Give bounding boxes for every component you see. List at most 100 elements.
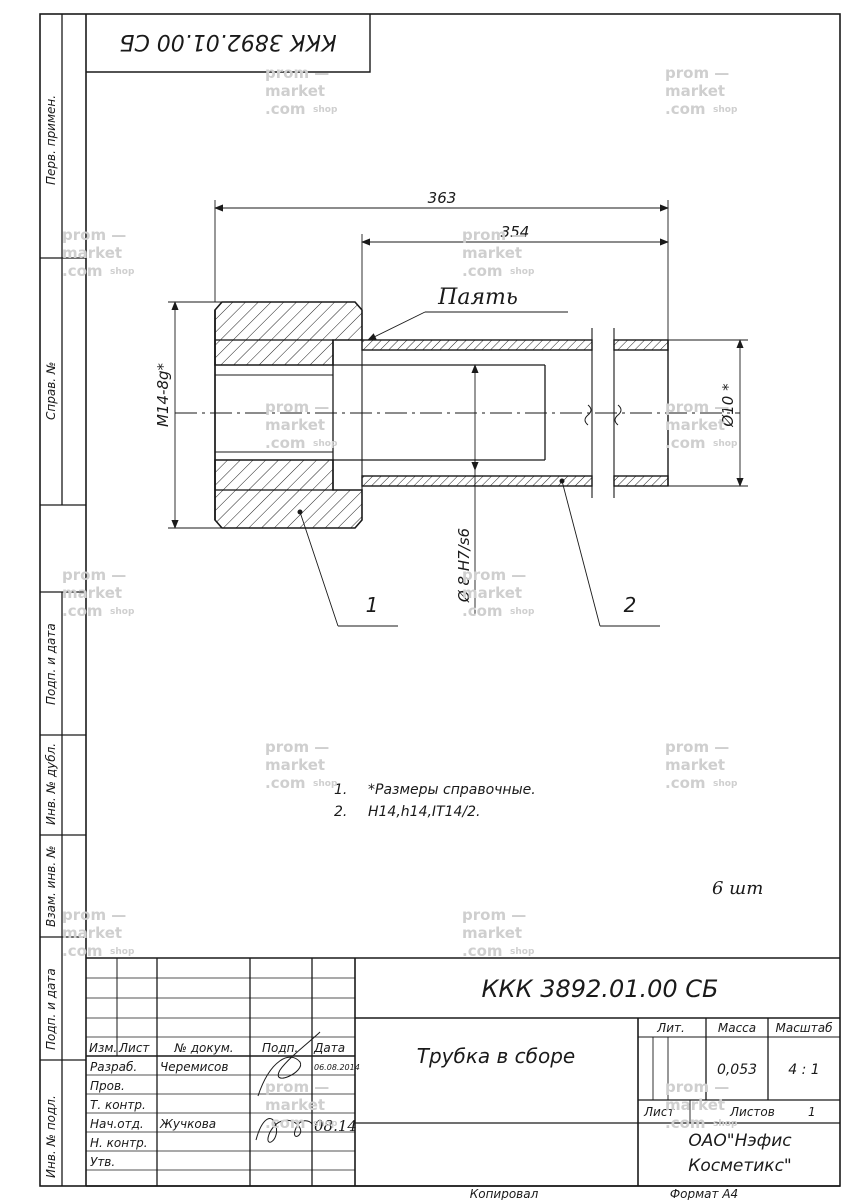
watermark-text: .com (462, 602, 503, 620)
watermark-text: .com (265, 774, 306, 792)
watermark-text: prom — (462, 906, 526, 924)
side-label-inv-dubl: Инв. № дубл. (44, 743, 58, 825)
callout-part-1: 1 (297, 509, 398, 627)
sheets-total: 1 (808, 1105, 816, 1119)
watermark-text: .com (62, 262, 103, 280)
tube-part-2 (361, 328, 669, 498)
watermark-suffix: shop (713, 439, 738, 449)
header-masshtab: Масштаб (775, 1021, 833, 1035)
header-lit: Лит. (656, 1021, 685, 1035)
callout-1-label: 1 (366, 593, 379, 617)
watermark-text: market (62, 584, 122, 602)
fitting-part-1 (214, 301, 546, 529)
watermark-text: .com (462, 942, 503, 960)
role-nach-otd: Нач.отд. (90, 1117, 144, 1131)
dimension-thread: M14-8g* (154, 301, 222, 529)
dim-tube-diameter: Ø10 * (719, 383, 737, 428)
watermark-suffix: shop (510, 267, 535, 277)
header-listov-label: Листов (729, 1105, 775, 1119)
header-podp: Подп. (262, 1041, 298, 1055)
signature-razrab (257, 1031, 321, 1097)
callout-part-2: 2 (559, 478, 660, 627)
note-1-text: *Размеры справочные. (368, 782, 536, 798)
watermark-text: .com (265, 100, 306, 118)
quantity-note: 6 шт (712, 878, 763, 899)
title-block-name: Трубка в сборе (417, 1044, 576, 1068)
watermark-text: prom — (462, 566, 526, 584)
solder-note: Паять (437, 285, 518, 310)
company-line-1: ОАО"Нэфис (688, 1131, 792, 1151)
watermark-text: prom — (62, 906, 126, 924)
header-data: Дата (313, 1041, 345, 1055)
watermark-suffix: shop (110, 947, 135, 957)
watermark-suffix: shop (313, 439, 338, 449)
watermark-stamp: prom —market.com shop (62, 906, 135, 960)
watermark-text: .com (665, 100, 706, 118)
watermark-text: market (265, 1096, 325, 1114)
nachotd-date: 08.14 (314, 1117, 357, 1135)
watermark-text: prom — (665, 398, 729, 416)
top-code-stamp: ККК 3892.01.00 СБ (86, 14, 371, 73)
note-2-num: 2. (334, 804, 347, 820)
watermark-suffix: shop (313, 1119, 338, 1129)
header-list-label: Лист (643, 1105, 675, 1119)
header-list: Лист (118, 1041, 150, 1055)
solder-leader: Паять (367, 285, 568, 341)
watermark-suffix: shop (510, 947, 535, 957)
watermark-text: prom — (665, 738, 729, 756)
note-1-num: 1. (334, 782, 347, 798)
watermark-suffix: shop (713, 1119, 738, 1129)
watermark-text: prom — (462, 226, 526, 244)
watermark-text: market (665, 416, 725, 434)
watermark-text: prom — (265, 398, 329, 416)
side-label-inv-podl: Инв. № подл. (44, 1095, 58, 1178)
role-prov: Пров. (90, 1079, 125, 1093)
watermark-text: market (265, 416, 325, 434)
side-label-vzam-inv: Взам. инв. № (44, 846, 58, 927)
watermark-text: market (265, 756, 325, 774)
note-2-text: H14,h14,IT14/2. (368, 804, 481, 820)
callout-2-label: 2 (624, 593, 637, 617)
role-razrab: Разраб. (90, 1060, 137, 1074)
dim-363: 363 (428, 189, 457, 207)
title-block-code: ККК 3892.01.00 СБ (481, 975, 718, 1003)
watermark-text: .com (62, 942, 103, 960)
watermark-text: prom — (665, 1078, 729, 1096)
dimension-overall-length: 363 (214, 189, 669, 340)
watermark-text: market (665, 756, 725, 774)
watermark-text: prom — (62, 566, 126, 584)
watermark-text: prom — (665, 64, 729, 82)
side-label-perv-primen: Перв. примен. (44, 95, 58, 185)
watermark-text: market (462, 584, 522, 602)
watermark-text: prom — (62, 226, 126, 244)
watermark-text: .com (665, 1114, 706, 1132)
watermark-text: .com (265, 1114, 306, 1132)
watermark-suffix: shop (110, 267, 135, 277)
company-line-2: Косметикс" (688, 1156, 792, 1176)
watermark-text: .com (462, 262, 503, 280)
watermark-text: .com (665, 774, 706, 792)
watermark-suffix: shop (313, 779, 338, 789)
dimension-tube-diameter: Ø10 * (668, 339, 748, 487)
side-strips (40, 14, 86, 1186)
watermark-suffix: shop (510, 607, 535, 617)
top-code-text: ККК 3892.01.00 СБ (119, 29, 336, 54)
role-n-kontr: Н. контр. (90, 1136, 148, 1150)
format-label: Формат А4 (670, 1187, 738, 1200)
title-block (86, 957, 840, 1187)
signature-nachotd (255, 1117, 313, 1143)
role-t-kontr: Т. контр. (90, 1098, 146, 1112)
watermark-suffix: shop (110, 607, 135, 617)
watermark-text: market (62, 924, 122, 942)
watermark-suffix: shop (713, 105, 738, 115)
